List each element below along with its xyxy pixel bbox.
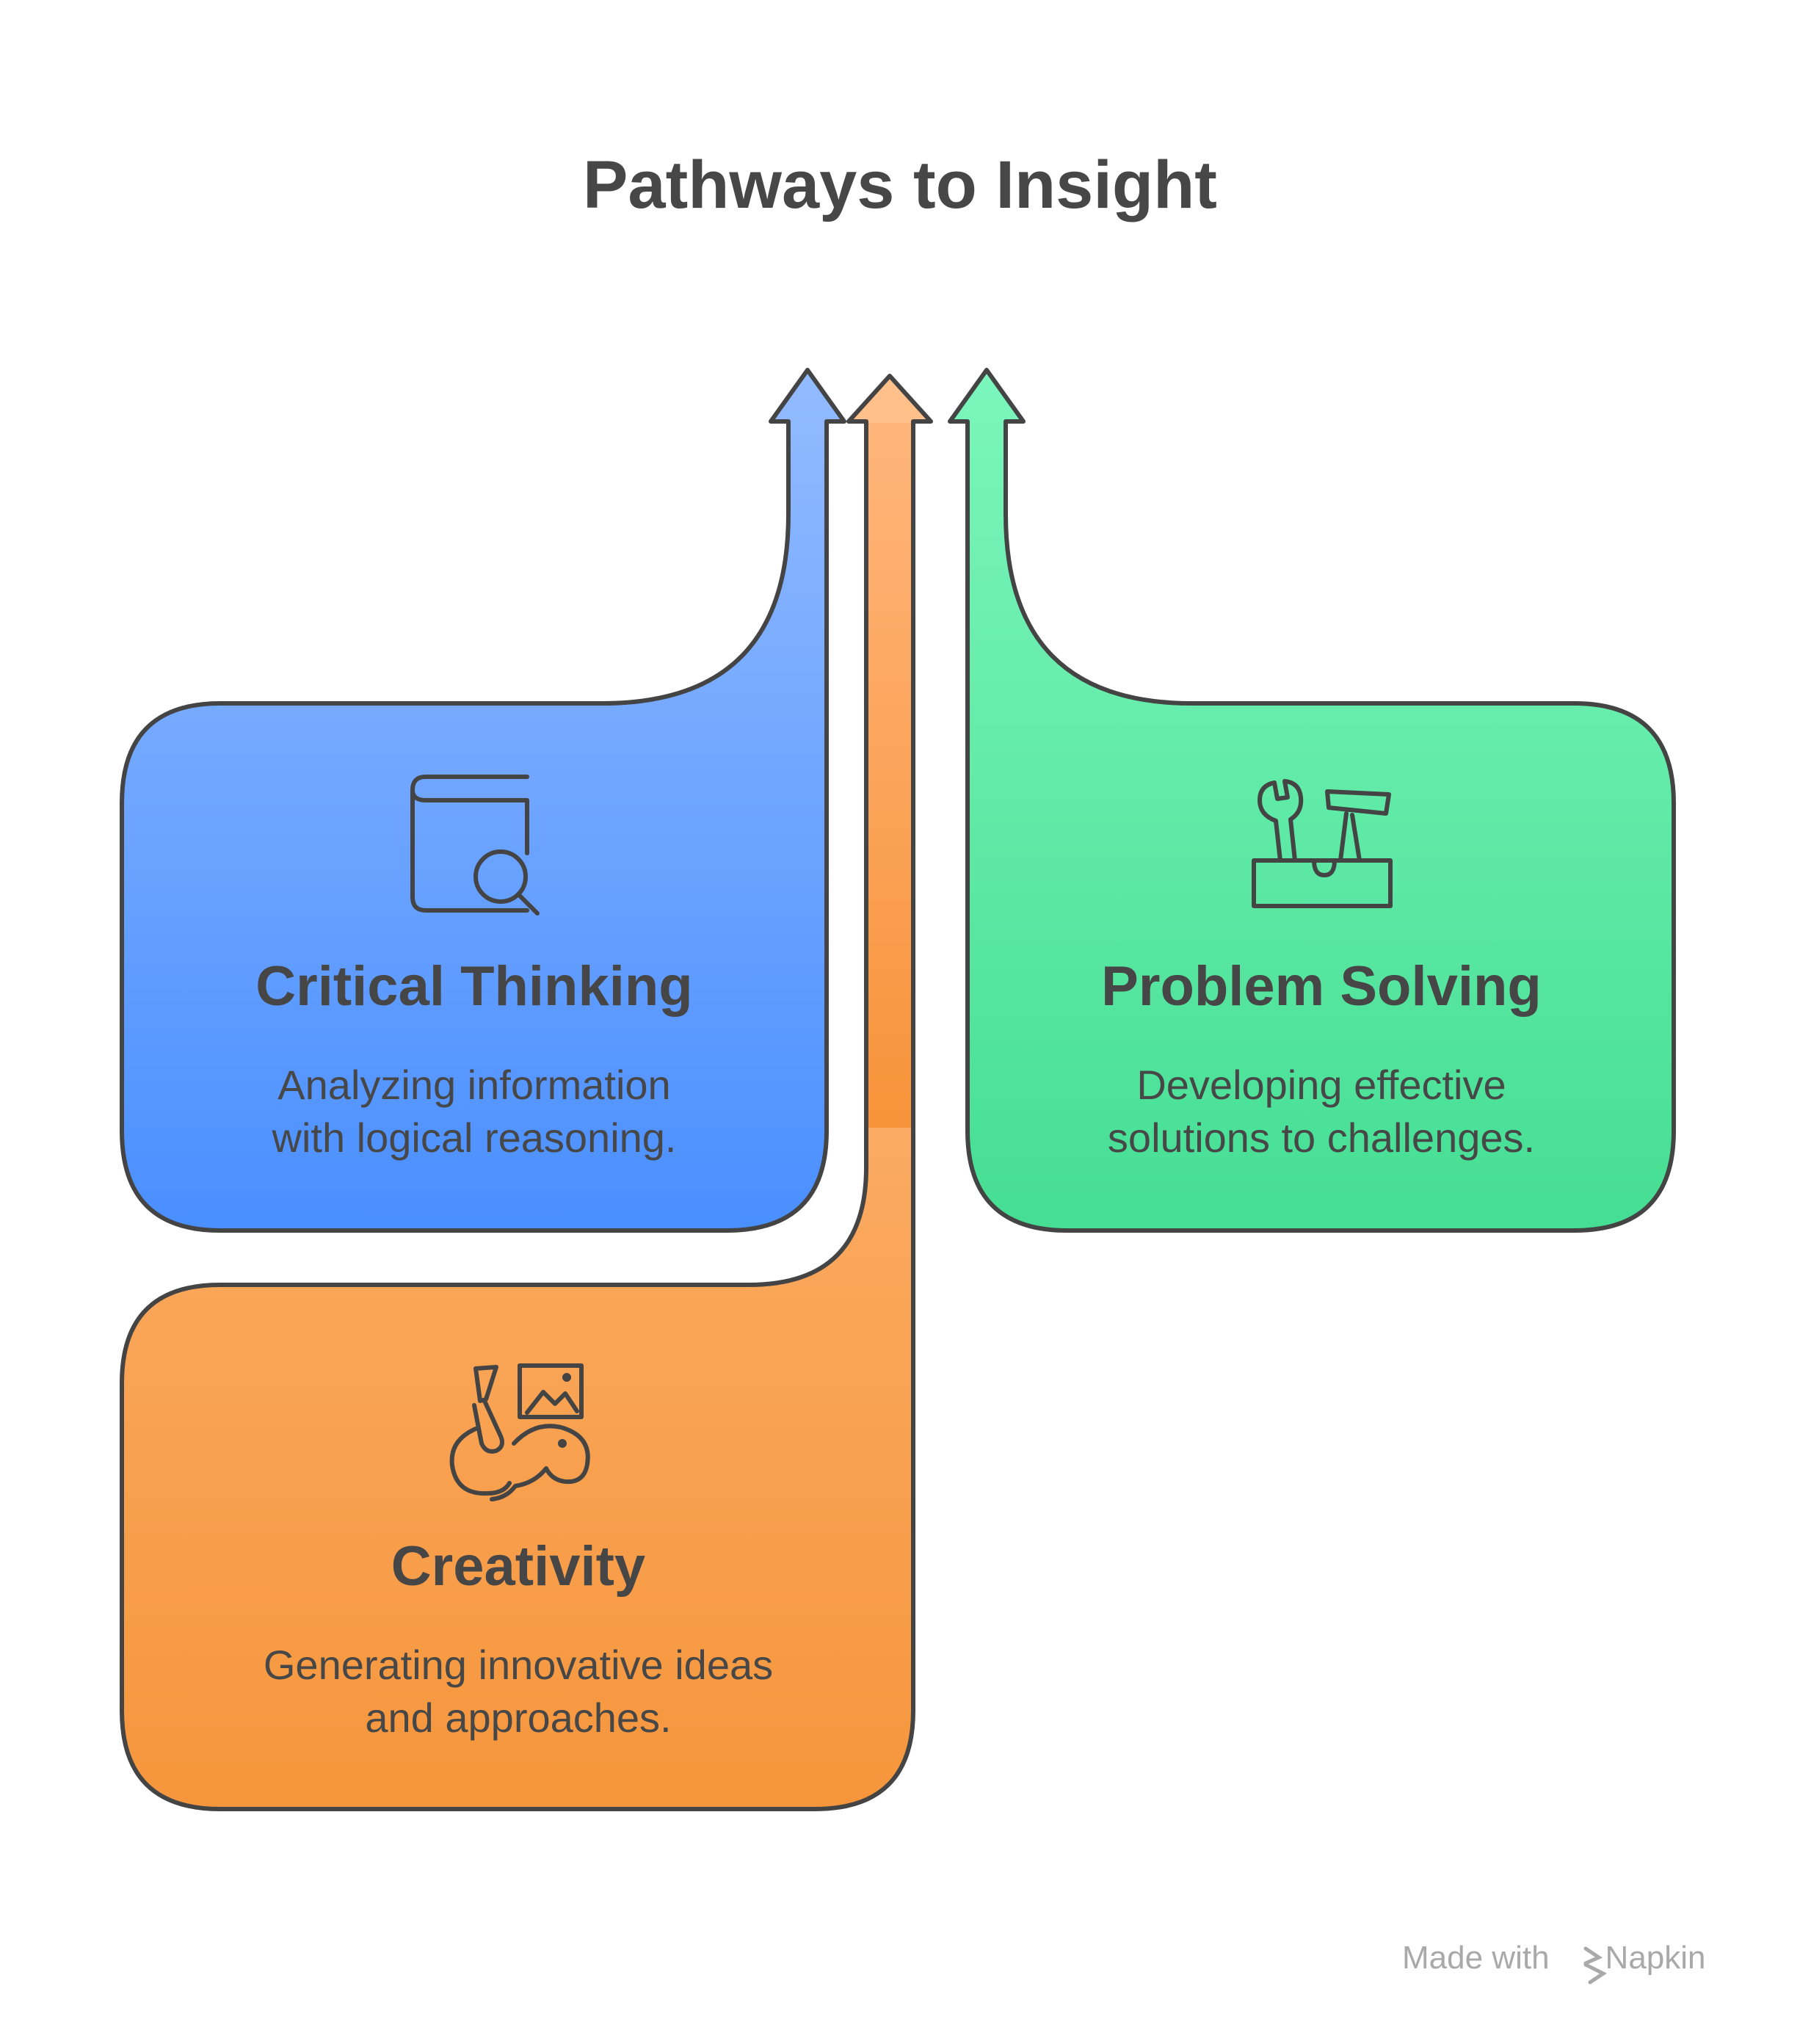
- creativity-card-shape: [120, 374, 933, 1811]
- problem-solving-card-shape: [948, 368, 1676, 1233]
- book-search-icon: [410, 775, 540, 916]
- creativity-desc-line2: and approaches.: [365, 1695, 672, 1741]
- creativity-title: Creativity: [391, 1535, 646, 1598]
- footer-prefix: Made with: [1402, 1940, 1550, 1976]
- critical-thinking-desc-line2: with logical reasoning.: [272, 1115, 677, 1161]
- page-title: Pathways to Insight: [583, 148, 1217, 222]
- made-with-napkin[interactable]: Made with Napkin: [1402, 1932, 1740, 1984]
- art-palette-icon: [449, 1363, 590, 1501]
- creativity-description: Generating innovative ideas and approach…: [195, 1639, 841, 1744]
- footer-brand: Napkin: [1605, 1940, 1706, 1976]
- problem-solving-title: Problem Solving: [1101, 955, 1542, 1018]
- napkin-logo-icon: [1583, 1946, 1607, 1985]
- creativity-desc-line1: Generating innovative ideas: [263, 1642, 774, 1688]
- problem-solving-description: Developing effective solutions to challe…: [1028, 1059, 1615, 1164]
- problem-solving-desc-line2: solutions to challenges.: [1107, 1115, 1536, 1161]
- critical-thinking-description: Analyzing information with logical reaso…: [181, 1059, 768, 1164]
- critical-thinking-title: Critical Thinking: [255, 955, 693, 1018]
- critical-thinking-desc-line1: Analyzing information: [277, 1062, 671, 1108]
- napkin-logo-spacer: [1563, 1942, 1595, 1974]
- creativity-stem-upper: [868, 423, 911, 1128]
- problem-solving-desc-line1: Developing effective: [1136, 1062, 1506, 1108]
- toolbox-icon: [1252, 779, 1393, 908]
